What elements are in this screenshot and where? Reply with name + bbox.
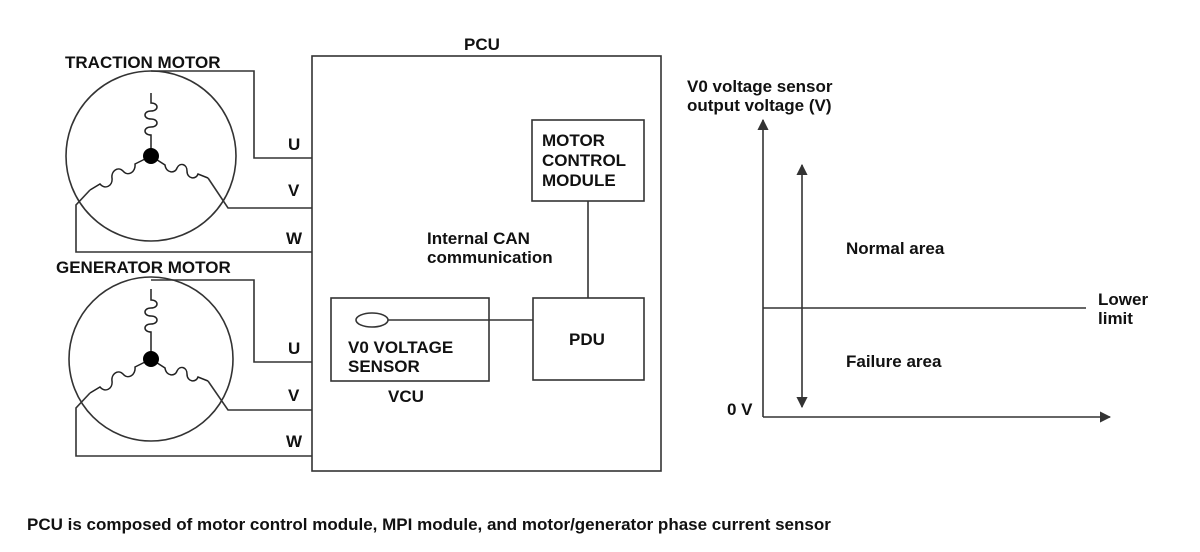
traction-motor-neutral-point: [143, 148, 159, 164]
sensor-label-line-2: SENSOR: [348, 357, 420, 376]
generator-motor-housing: [68, 276, 234, 442]
traction-motor: TRACTION MOTOR U V W: [65, 53, 312, 253]
failure-area-label: Failure area: [846, 352, 942, 371]
traction-phase-u-label: U: [288, 135, 300, 154]
mcm-label-line-3: MODULE: [542, 171, 616, 190]
traction-phase-v-label: V: [288, 181, 300, 200]
generator-phase-w-label: W: [286, 432, 303, 451]
zero-volt-label: 0 V: [727, 400, 753, 419]
pdu-box: [532, 297, 645, 381]
generator-motor: GENERATOR MOTOR U V W: [56, 258, 312, 457]
pcu-block: PCU MOTOR CONTROL MODULE Internal CAN co…: [311, 35, 662, 472]
mcm-label-line-1: MOTOR: [542, 131, 605, 150]
traction-motor-title: TRACTION MOTOR: [65, 53, 221, 72]
traction-phase-w-label: W: [286, 229, 303, 248]
generator-phase-v-label: V: [288, 386, 300, 405]
normal-area-label: Normal area: [846, 239, 945, 258]
can-label-line-2: communication: [427, 248, 553, 267]
graph-y-label-line-2: output voltage (V): [687, 96, 831, 115]
generator-motor-stator-coils: [89, 289, 209, 394]
v0-voltage-sensor-symbol: [355, 312, 389, 328]
can-label-line-1: Internal CAN: [427, 229, 530, 248]
lower-limit-label-line-1: Lower: [1098, 290, 1148, 309]
traction-motor-stator-coils: [89, 93, 209, 191]
lower-limit-label-line-2: limit: [1098, 309, 1133, 328]
generator-motor-title: GENERATOR MOTOR: [56, 258, 231, 277]
diagram-caption: PCU is composed of motor control module,…: [27, 515, 831, 534]
vcu-label: VCU: [388, 387, 424, 406]
pcu-title: PCU: [464, 35, 500, 54]
generator-motor-neutral-point: [143, 351, 159, 367]
pdu-label: PDU: [569, 330, 605, 349]
generator-phase-u-label: U: [288, 339, 300, 358]
mcm-label-line-2: CONTROL: [542, 151, 626, 170]
v0-voltage-graph: V0 voltage sensor output voltage (V) Nor…: [687, 77, 1148, 423]
graph-y-label-line-1: V0 voltage sensor: [687, 77, 833, 96]
vcu-box: [330, 297, 490, 382]
sensor-label-line-1: V0 VOLTAGE: [348, 338, 453, 357]
